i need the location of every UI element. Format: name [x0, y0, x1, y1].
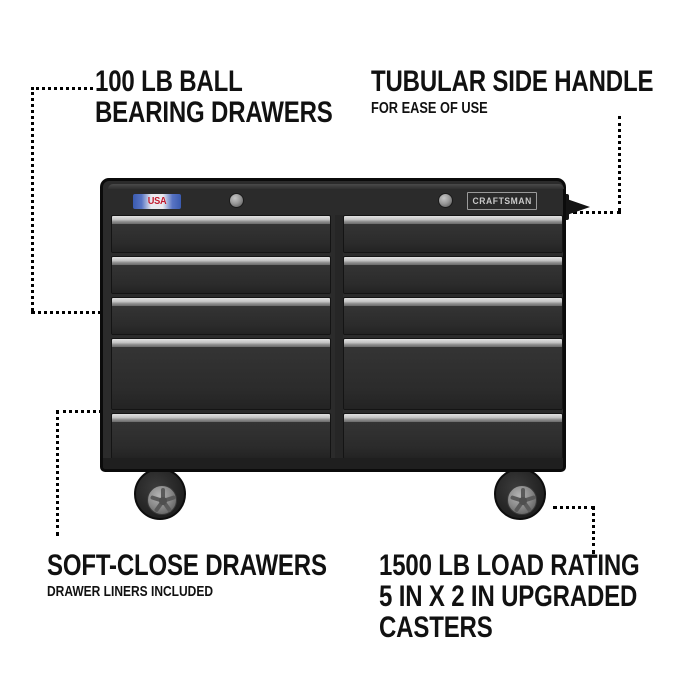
drawer-face — [344, 347, 562, 409]
lock-cylinder-icon-left[interactable] — [229, 193, 244, 208]
drawer-right-3[interactable] — [343, 297, 563, 335]
drawer-left-5[interactable] — [111, 413, 331, 459]
callout-ball-bearing-drawers: 100 LB BALL BEARING DRAWERS — [95, 65, 392, 130]
usa-badge-label: USA — [147, 196, 167, 207]
caster-tire-right — [494, 468, 546, 520]
callout-load-rating: 1500 LB LOAD RATING 5 IN X 2 IN UPGRADED… — [379, 550, 675, 644]
callout-side-handle-subline: FOR EASE OF USE — [371, 100, 488, 118]
side-handle-icon — [564, 198, 590, 216]
usa-flag-badge-icon: USA — [133, 194, 181, 209]
callout-soft-close-headline: SOFT-CLOSE DRAWERS — [47, 549, 327, 582]
drawer-left-3[interactable] — [111, 297, 331, 335]
drawer-right-5[interactable] — [343, 413, 563, 459]
caster-hub-left — [147, 485, 177, 515]
leader-line-ball-bearing-vertical — [31, 87, 34, 311]
callout-load-rating-headline-line3: CASTERS — [379, 611, 493, 645]
drawer-handle-strip[interactable] — [112, 298, 330, 306]
drawer-handle-strip[interactable] — [344, 298, 562, 306]
drawer-handle-strip[interactable] — [112, 414, 330, 422]
callout-ball-bearing-headline-line2: BEARING DRAWERS — [95, 96, 333, 130]
craftsman-brand-badge: CRAFTSMAN — [467, 192, 537, 210]
caster-wheel-right — [494, 453, 553, 520]
drawer-handle-strip[interactable] — [344, 414, 562, 422]
drawer-face — [344, 265, 562, 293]
caster-spoke — [521, 488, 525, 499]
cabinet-base-skirt — [100, 458, 566, 472]
drawer-face — [112, 306, 330, 334]
drawer-handle-strip[interactable] — [344, 216, 562, 224]
leader-line-soft-close-vertical — [56, 410, 59, 536]
lock-cylinder-icon-right[interactable] — [438, 193, 453, 208]
drawer-face — [112, 422, 330, 458]
drawer-left-2[interactable] — [111, 256, 331, 294]
callout-load-rating-headline-line1: 1500 LB LOAD RATING — [379, 549, 640, 582]
drawer-handle-strip[interactable] — [344, 257, 562, 265]
drawer-face — [344, 224, 562, 252]
drawer-column-right — [343, 215, 563, 459]
drawer-right-4[interactable] — [343, 338, 563, 410]
leader-line-load-rating-top — [553, 506, 595, 509]
caster-hub-right — [507, 485, 537, 515]
craftsman-brand-label: CRAFTSMAN — [472, 196, 532, 206]
callout-side-handle-headline: TUBULAR SIDE HANDLE — [371, 65, 654, 98]
drawer-center-divider — [335, 215, 343, 459]
drawer-column-left — [111, 215, 331, 459]
drawer-bank — [111, 215, 563, 459]
drawer-left-4[interactable] — [111, 338, 331, 410]
callout-soft-close-subline: DRAWER LINERS INCLUDED — [47, 583, 214, 601]
leader-line-side-handle-bottom — [573, 211, 621, 214]
drawer-handle-strip[interactable] — [112, 339, 330, 347]
callout-ball-bearing-headline-line1: 100 LB BALL — [95, 65, 243, 98]
caster-spoke — [161, 488, 165, 499]
drawer-face — [112, 224, 330, 252]
cabinet-top-surface — [108, 184, 564, 189]
caster-tire-left — [134, 468, 186, 520]
leader-line-load-rating-vertical — [592, 506, 595, 554]
caster-hub-center — [159, 497, 167, 505]
drawer-handle-strip[interactable] — [112, 216, 330, 224]
cabinet-top-panel: USA CRAFTSMAN — [111, 190, 563, 213]
drawer-face — [344, 306, 562, 334]
leader-line-side-handle-vertical — [618, 116, 621, 211]
drawer-right-2[interactable] — [343, 256, 563, 294]
caster-hub-center — [519, 497, 527, 505]
callout-load-rating-headline-line2: 5 IN X 2 IN UPGRADED — [379, 580, 638, 614]
leader-line-ball-bearing-top — [31, 87, 93, 90]
caster-wheel-left — [134, 460, 190, 520]
drawer-face — [112, 347, 330, 409]
product-tool-chest: USA CRAFTSMAN — [98, 176, 590, 520]
callout-soft-close-drawers: SOFT-CLOSE DRAWERS DRAWER LINERS INCLUDE… — [47, 550, 397, 601]
callout-tubular-side-handle: TUBULAR SIDE HANDLE FOR EASE OF USE — [371, 66, 675, 118]
cabinet-body: USA CRAFTSMAN — [100, 178, 566, 466]
drawer-right-1[interactable] — [343, 215, 563, 253]
drawer-left-1[interactable] — [111, 215, 331, 253]
drawer-face — [112, 265, 330, 293]
drawer-face — [344, 422, 562, 458]
drawer-handle-strip[interactable] — [112, 257, 330, 265]
drawer-handle-strip[interactable] — [344, 339, 562, 347]
